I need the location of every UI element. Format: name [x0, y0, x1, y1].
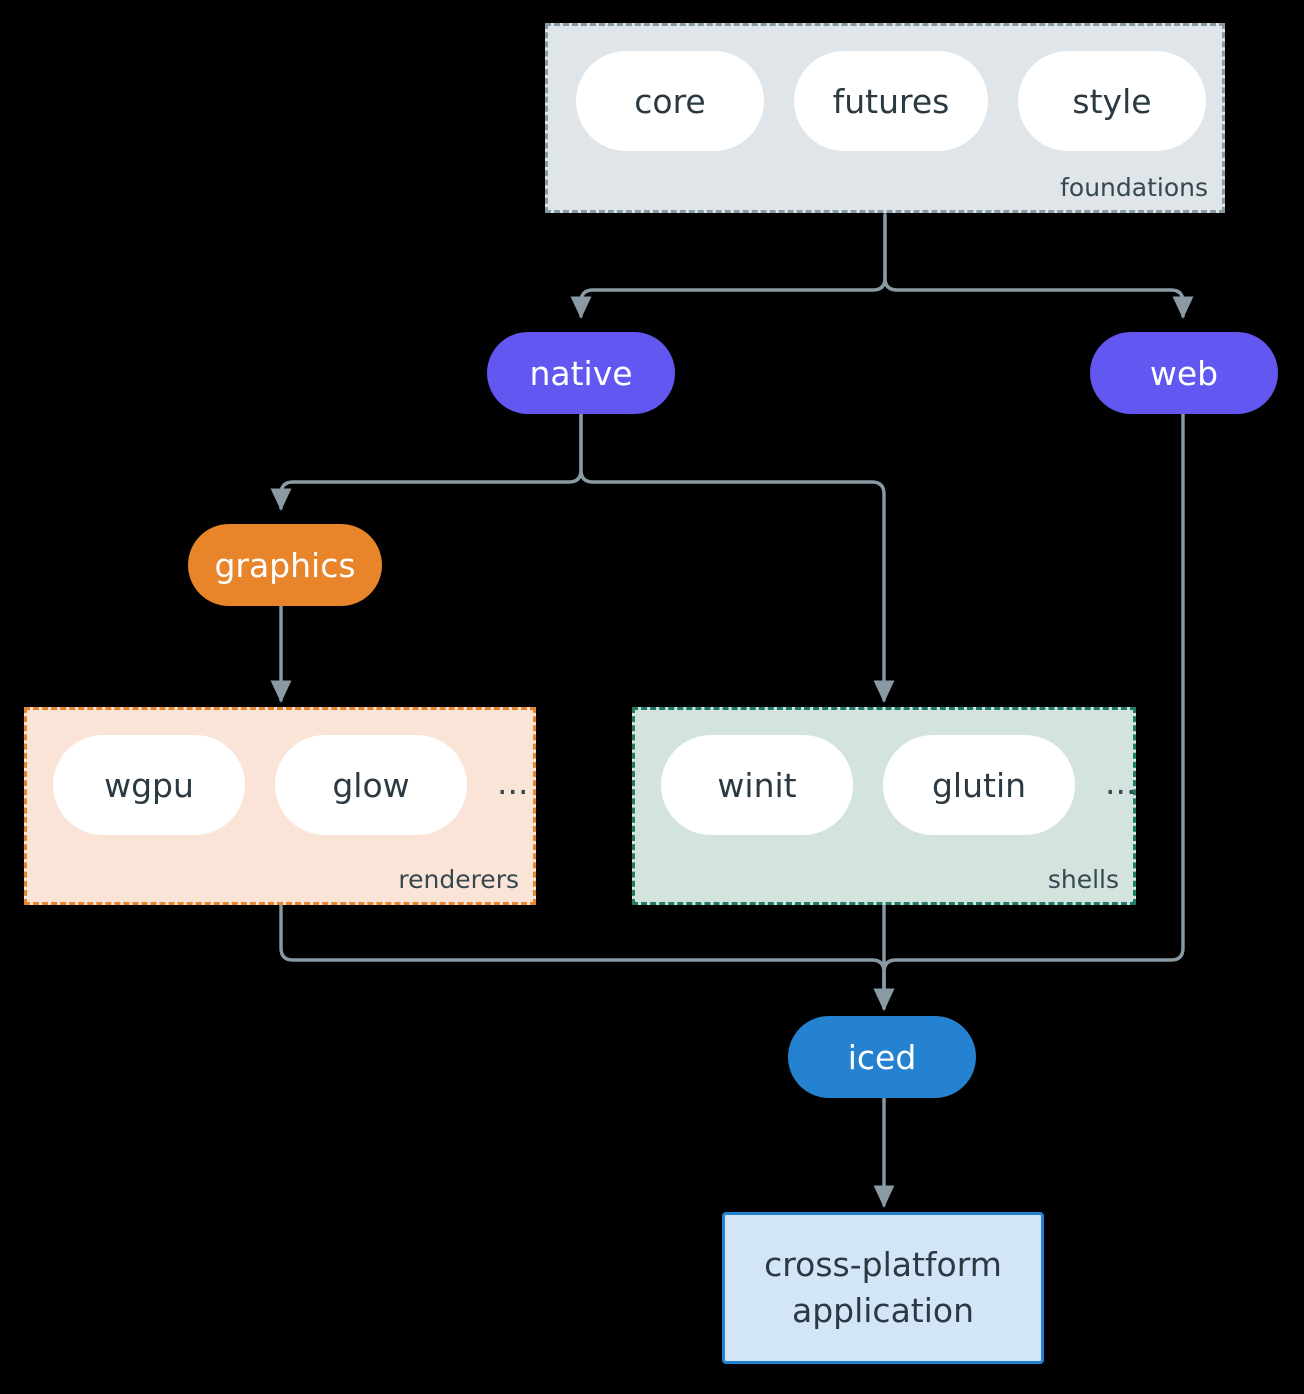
- group-shells: winit glutin ... shells: [632, 707, 1136, 905]
- edge-native-shells: [579, 412, 895, 703]
- chip-style[interactable]: style: [1018, 51, 1206, 151]
- group-foundations: core futures style foundations: [545, 23, 1225, 213]
- group-renderers: wgpu glow ... renderers: [24, 707, 536, 905]
- application-line-1: cross-platform: [764, 1245, 1002, 1285]
- edge-foundations-native: [570, 213, 887, 319]
- node-graphics[interactable]: graphics: [188, 524, 382, 606]
- chip-glutin[interactable]: glutin: [883, 735, 1075, 835]
- chip-glow[interactable]: glow: [275, 735, 467, 835]
- edge-foundations-web: [883, 213, 1194, 319]
- chip-core[interactable]: core: [576, 51, 764, 151]
- foundations-chip-row: core futures style: [576, 51, 1206, 151]
- edge-renderers-iced: [279, 903, 895, 1011]
- group-label-renderers: renderers: [398, 865, 519, 894]
- node-web[interactable]: web: [1090, 332, 1278, 414]
- edge-web-iced: [873, 412, 1185, 1011]
- group-label-foundations: foundations: [1060, 173, 1208, 202]
- renderers-overflow-ellipsis: ...: [497, 762, 529, 802]
- shells-overflow-ellipsis: ...: [1105, 762, 1137, 802]
- edge-native-graphics: [270, 412, 583, 511]
- chip-winit[interactable]: winit: [661, 735, 853, 835]
- chip-futures[interactable]: futures: [794, 51, 988, 151]
- node-native[interactable]: native: [487, 332, 675, 414]
- application-line-2: application: [791, 1291, 975, 1330]
- node-iced[interactable]: iced: [788, 1016, 976, 1098]
- shells-chip-row: winit glutin ...: [661, 735, 1136, 835]
- group-label-shells: shells: [1047, 865, 1119, 894]
- renderers-chip-row: wgpu glow ...: [53, 735, 528, 835]
- node-cross-platform-application[interactable]: cross-platform application: [722, 1212, 1044, 1364]
- chip-wgpu[interactable]: wgpu: [53, 735, 245, 835]
